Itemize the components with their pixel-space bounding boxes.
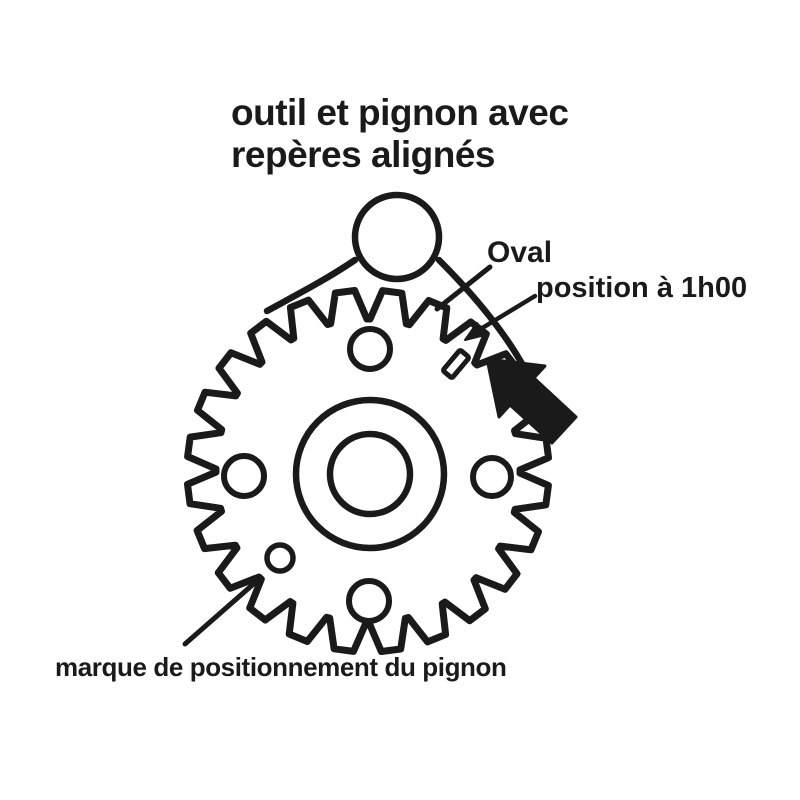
highlight-arrow — [485, 357, 578, 445]
oval-leader-line — [434, 264, 493, 312]
pinion-positioning-mark-hole — [264, 542, 296, 574]
bolt-hole-left — [221, 453, 267, 499]
position-leader-line — [476, 293, 538, 333]
mark-leader-line — [182, 577, 261, 647]
gear-hub-outer-circle — [292, 396, 448, 552]
gear-hub-bore-circle — [326, 430, 414, 518]
position-label: position à 1h00 — [536, 272, 748, 304]
position-leader-arrowhead — [464, 322, 486, 341]
tool-edge-left — [263, 256, 359, 315]
diagram-title-line1: outil et pignon avec — [231, 92, 569, 133]
bolt-hole-bottom — [346, 578, 392, 624]
alignment-mark-rect — [441, 348, 471, 380]
bolt-hole-right — [470, 455, 514, 499]
diagram-title: outil et pignon avec repères alignés — [231, 92, 569, 176]
diagram-title-line2: repères alignés — [231, 134, 495, 175]
oval-label: Oval — [487, 236, 553, 269]
bolt-hole-top — [347, 326, 393, 372]
tool-roller-circle — [351, 191, 443, 283]
pinion-mark-caption: marque de positionnement du pignon — [55, 652, 507, 682]
